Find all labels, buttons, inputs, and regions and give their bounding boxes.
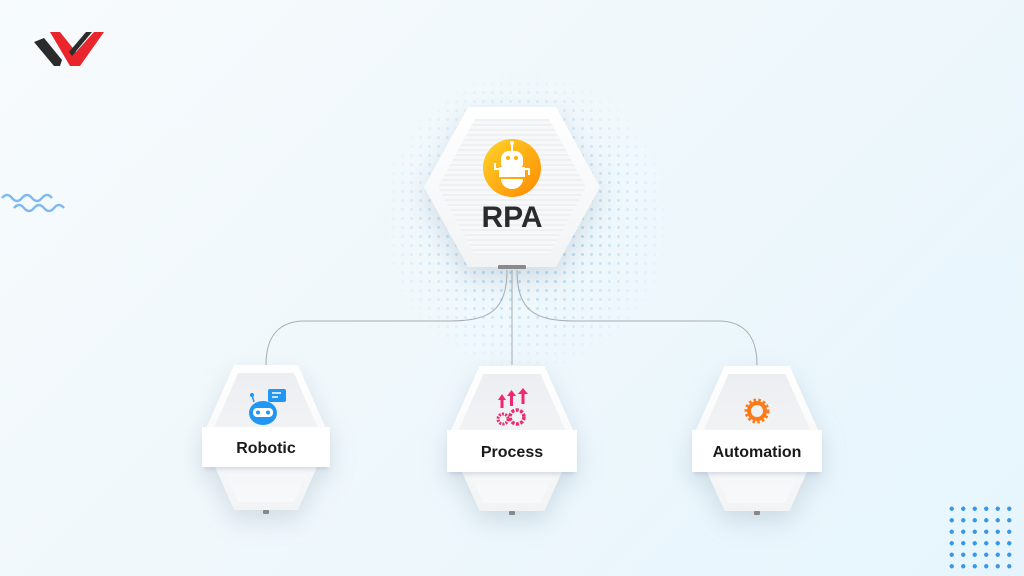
child-label: Automation: [712, 444, 802, 461]
child-node-robotic[interactable]: Robotic: [202, 365, 330, 510]
root-connector-port: [498, 265, 526, 269]
child-node-process[interactable]: Process: [447, 366, 577, 511]
root-label: RPA: [481, 201, 543, 234]
child-label: Process: [480, 444, 544, 461]
child-node-automation[interactable]: Automation: [692, 366, 822, 511]
root-node-rpa[interactable]: RPA: [424, 107, 600, 269]
dot-grid-decoration: [946, 503, 1012, 569]
chatbot-icon: [249, 389, 286, 425]
gear-icon: [744, 398, 770, 424]
child-label: Robotic: [236, 440, 296, 457]
brand-logo-icon: [34, 32, 104, 66]
wave-decoration-icon: [1, 193, 65, 213]
arrows-gears-icon: [496, 388, 528, 426]
connector-port: [509, 511, 515, 515]
connector-port: [754, 511, 760, 515]
connector-port: [263, 510, 269, 514]
robot-icon: [483, 139, 541, 197]
